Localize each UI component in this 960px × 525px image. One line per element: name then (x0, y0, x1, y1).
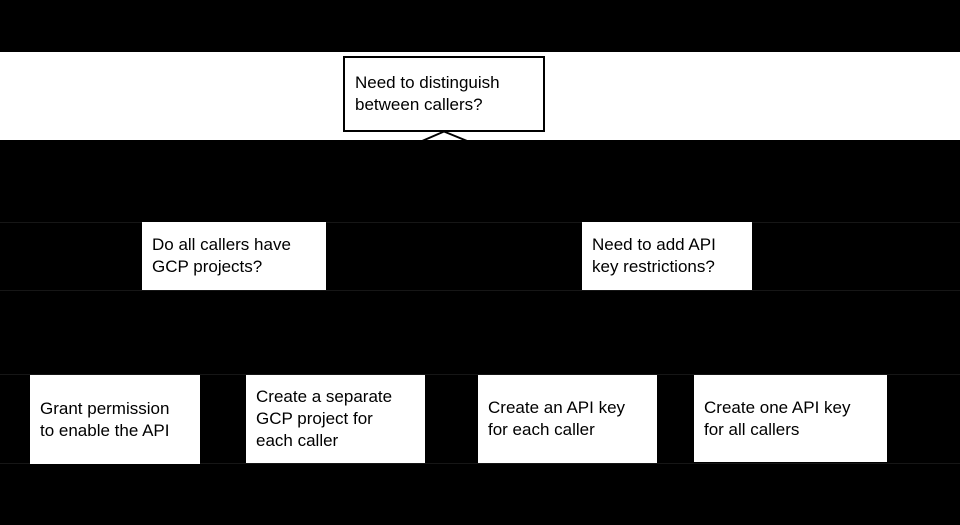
row-seam (0, 463, 960, 464)
outcome-api-key-each-caller: Create an API key for each caller (478, 375, 657, 463)
box-text-line: Grant permission (40, 398, 170, 418)
box-text-line: Create one API key (704, 397, 851, 417)
decision-api-key-restrictions: Need to add API key restrictions? (582, 222, 752, 290)
edge-root-to-left-question (232, 130, 445, 224)
box-text-line: GCP projects? (152, 257, 263, 276)
decision-root: Need to distinguish between callers? (343, 56, 545, 132)
box-text-line: Create an API key (488, 398, 626, 417)
box-text-line: for each caller (488, 420, 595, 439)
box-text-line: GCP project for (256, 409, 373, 428)
edge-root-to-right-question (443, 130, 668, 224)
outcome-one-api-key-all-callers: Create one API key for all callers (694, 375, 887, 462)
box-text-line: between callers? (355, 95, 483, 114)
decision-gcp-projects: Do all callers have GCP projects? (142, 222, 326, 290)
box-text-line: Need to add API (592, 235, 716, 254)
box-text-line: Create a separate (256, 387, 393, 406)
row-seam (0, 290, 960, 291)
row-seam (0, 374, 960, 375)
box-text-line: for all callers (704, 419, 800, 439)
box-text-line: each caller (256, 431, 339, 450)
row-seam (0, 222, 960, 223)
outcome-grant-permission: Grant permission to enable the API (30, 375, 200, 464)
box-text-line: key restrictions? (592, 257, 715, 276)
box-text-line: to enable the API (40, 420, 170, 440)
outcome-separate-gcp-project: Create a separate GCP project for each c… (246, 375, 425, 463)
box-text-line: Do all callers have (152, 235, 291, 254)
box-text-line: Need to distinguish (355, 73, 500, 92)
